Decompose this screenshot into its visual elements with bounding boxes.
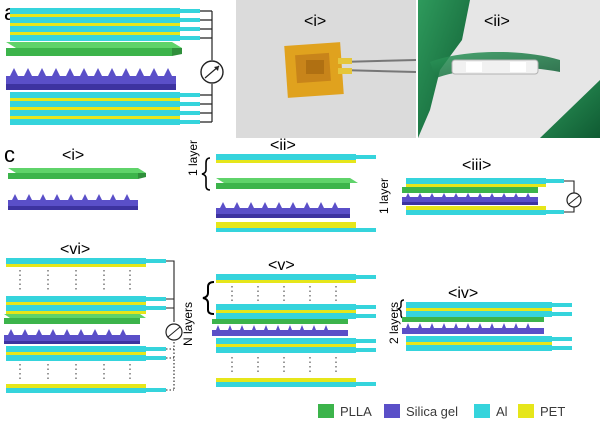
legend-swatch-plla [318, 404, 334, 418]
legend-item-plla: PLLA [318, 402, 372, 420]
one-layer-label-b: 1 layer [377, 178, 391, 214]
two-layers-label: 2 layers [387, 302, 401, 344]
one-layer-label-a: 1 layer [186, 140, 200, 176]
legend-swatch-silica-gel [384, 404, 400, 418]
legend-label-al: Al [496, 403, 508, 419]
photo-label-ii: <ii> [484, 13, 510, 30]
stage-ii-layers [216, 154, 376, 232]
meter-icon [566, 192, 582, 208]
panel-a-wiring [200, 10, 213, 123]
stage-label-iii: <iii> [462, 157, 491, 174]
legend-item-al: Al [474, 402, 508, 420]
brace-stage-v [202, 281, 215, 315]
panel-a-device [6, 8, 224, 125]
meter-icon [165, 323, 183, 341]
meter-icon [200, 60, 224, 84]
photo-i: <i> [236, 0, 417, 138]
photo-ii: <ii> [418, 0, 600, 138]
legend-label-plla: PLLA [340, 403, 372, 419]
stage-label-ii: <ii> [270, 137, 296, 154]
stage-vi-wiring [166, 260, 175, 391]
legend-swatch-pet [518, 404, 534, 418]
brace-stage-ii [201, 157, 211, 191]
stage-v-stack [212, 274, 376, 387]
stage-iii-stack [402, 178, 564, 215]
legend-item-silica-gel: Silica gel [384, 402, 458, 420]
stage-i-plla-film [8, 168, 146, 179]
legend-label-pet: PET [540, 403, 566, 419]
legend-item-pet: PET [518, 402, 565, 420]
stage-label-vi: <vi> [60, 241, 90, 258]
panel-a-upper-stack [6, 8, 200, 56]
brace-stage-iv [395, 299, 405, 319]
photo-label-i: <i> [304, 13, 326, 30]
n-layers-label: N layers [181, 302, 195, 346]
panel-a-lower-stack [6, 68, 200, 125]
stage-label-iv: <iv> [448, 285, 478, 302]
legend-label-silica-gel: Silica gel [406, 403, 459, 419]
stage-iv-stack [402, 302, 572, 351]
stage-i-silica-film [8, 194, 138, 210]
stage-label-v: <v> [268, 257, 295, 274]
stage-vi-stack [4, 258, 166, 393]
stage-label-i: <i> [62, 147, 84, 164]
legend-swatch-al [474, 404, 490, 418]
stage-iii-wiring [564, 180, 575, 213]
panel-label-c: c [4, 142, 15, 167]
